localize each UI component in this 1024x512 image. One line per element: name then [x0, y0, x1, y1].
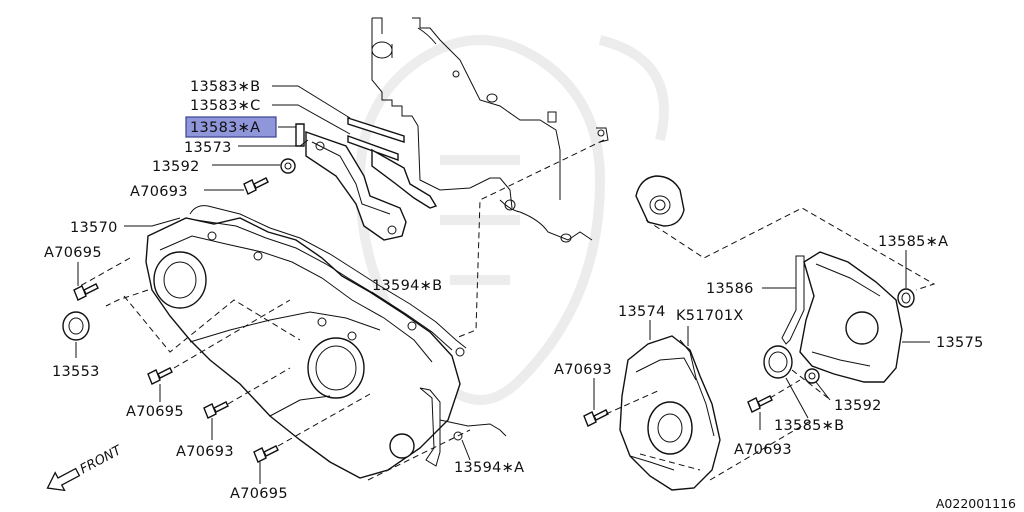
label-a70693-far-right[interactable]: A70693	[734, 442, 792, 458]
bolt-a70693-top	[243, 177, 269, 195]
label-13586[interactable]: 13586	[706, 281, 754, 297]
label-13553[interactable]: 13553	[52, 364, 100, 380]
gasket-13583-a	[295, 123, 305, 147]
engine-block-outline	[371, 17, 609, 243]
plug-13553	[62, 311, 90, 341]
label-13585-b[interactable]: 13585∗B	[774, 418, 844, 434]
label-a70693-top[interactable]: A70693	[130, 184, 188, 200]
leader-lines	[75, 85, 930, 484]
oil-seal-13585-b	[763, 345, 793, 379]
label-13574[interactable]: 13574	[618, 304, 666, 320]
gasket-13586	[781, 255, 805, 345]
timing-belt-cover-13570	[145, 217, 461, 479]
front-label: FRONT	[78, 443, 125, 478]
label-13573[interactable]: 13573	[184, 140, 232, 156]
label-13592-right[interactable]: 13592	[834, 398, 882, 414]
gasket-13583-b	[347, 117, 405, 143]
label-13583-a[interactable]: 13583∗A	[190, 120, 260, 136]
label-13583-b[interactable]: 13583∗B	[190, 79, 260, 95]
diagram-code: A022001116	[936, 496, 1016, 511]
label-13592-left[interactable]: 13592	[152, 159, 200, 175]
rear-cover-plate-13575	[799, 251, 903, 383]
assembly-lines	[79, 139, 936, 481]
label-13570[interactable]: 13570	[70, 220, 118, 236]
bolt-a70695-left	[73, 283, 99, 301]
label-13585-a[interactable]: 13585∗A	[878, 234, 948, 250]
label-13594-b[interactable]: 13594∗B	[372, 278, 442, 294]
bolt-a70695-mid	[147, 367, 173, 385]
label-13583-c[interactable]: 13583∗C	[190, 98, 261, 114]
cover-seal-13594-a	[419, 387, 507, 467]
bolt-a70695-bottom	[253, 445, 279, 463]
highlight-box-13583-a	[185, 116, 277, 138]
washer-13592-left	[280, 158, 296, 174]
front-direction-indicator: FRONT	[46, 443, 125, 492]
cover-seal-13594-b	[189, 205, 467, 357]
front-arrow-icon	[46, 467, 81, 492]
bracket-13573	[305, 131, 438, 241]
label-a70693-right[interactable]: A70693	[554, 362, 612, 378]
label-13575[interactable]: 13575	[936, 335, 984, 351]
bolt-a70693-far-right	[747, 395, 773, 413]
label-a70695-bottom[interactable]: A70695	[230, 486, 288, 502]
bolt-a70693-right	[583, 409, 609, 427]
part-labels: 13583∗B 13583∗C 13583∗A 13573 13592 A706…	[44, 79, 984, 502]
label-k51701x[interactable]: K51701X	[676, 308, 744, 324]
bolt-a70693-mid	[203, 401, 229, 419]
label-a70695-mid[interactable]: A70695	[126, 404, 184, 420]
oil-pump-part	[635, 175, 685, 227]
label-13594-a[interactable]: 13594∗A	[454, 460, 524, 476]
belt-cover-13574	[619, 335, 721, 491]
label-a70693-mid[interactable]: A70693	[176, 444, 234, 460]
gasket-k51701x	[679, 339, 715, 437]
gasket-13583-c	[347, 135, 399, 161]
washer-13592-right	[804, 368, 820, 384]
oil-seal-13585-a	[897, 288, 915, 308]
label-a70695-left[interactable]: A70695	[44, 245, 102, 261]
